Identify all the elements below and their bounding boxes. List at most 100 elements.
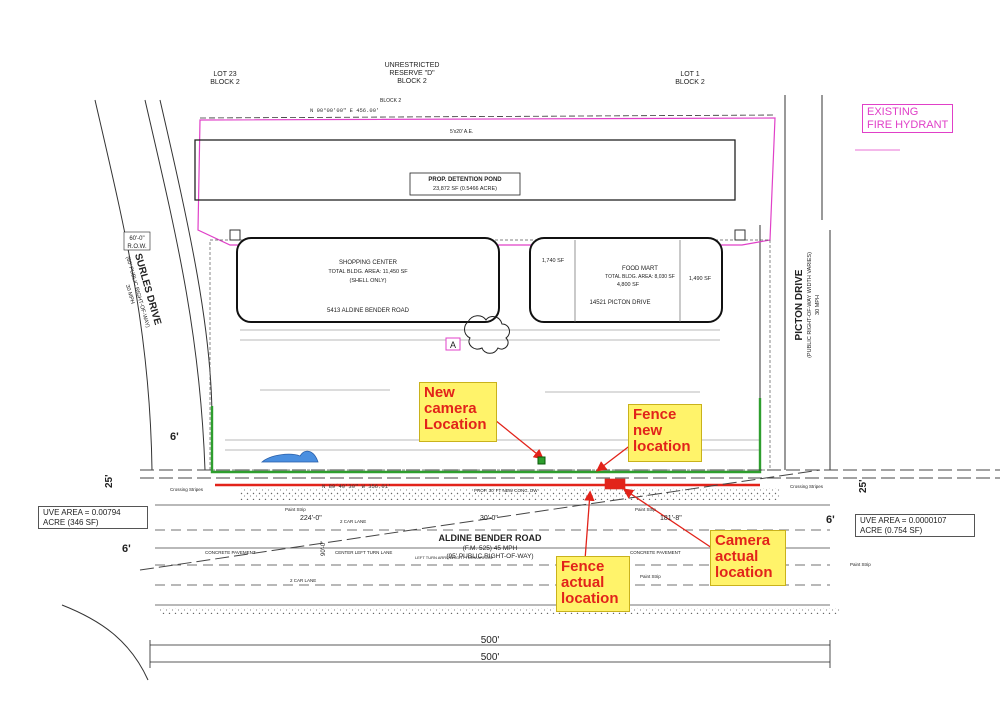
camera-actual-line-3: location [715, 563, 773, 581]
uve-area-left: UVE AREA = 0.00794 ACRE (346 SF) [38, 506, 148, 530]
shopping-note: (SHELL ONLY) [350, 278, 387, 284]
aldine-row: (95' PUBLIC RIGHT-OF-WAY) [446, 553, 533, 560]
dim-90: 90'-0" [321, 541, 327, 556]
dim-500-top: 500' [481, 635, 500, 646]
new-camera-line-1: New [424, 384, 455, 401]
right-turn-arrow-label: RIGHT TURN ARROW [452, 555, 493, 560]
uve-left-line-2: ACRE (346 SF) [43, 517, 99, 527]
dim-500-bottom: 500' [481, 652, 500, 663]
uve-right-line-1: UVE AREA = 0.0000107 [860, 516, 947, 525]
surles-speed: 30 MPH [124, 284, 135, 305]
concrete-pavement-left: CONCRETE PAVEMENT [205, 550, 256, 555]
foodmart-area: TOTAL BLDG. AREA: 8,030 SF [605, 274, 675, 280]
dim-6-right: 6' [826, 514, 835, 526]
sidewalk-hatch [240, 488, 780, 500]
left-turn-arrow-label: LEFT TURN ARROW [415, 555, 453, 560]
revision-cloud [464, 315, 510, 354]
block-tag: BLOCK 2 [380, 98, 401, 104]
fence-actual-line-2: actual [561, 573, 605, 591]
dim-6-left: 6' [170, 431, 179, 443]
food-mart-building [529, 237, 723, 323]
surles-row-width: 60'-0" [129, 236, 144, 242]
picton-name: PICTON DRIVE [794, 269, 805, 340]
fence-actual-line-3: location [561, 589, 619, 607]
surles-row-abbr: R.O.W. [127, 244, 147, 250]
paint-strip-4: Paint Strip [850, 562, 871, 567]
fence-new-line-1: Fence [633, 406, 677, 423]
dim-30: 30'-0" [480, 515, 498, 522]
fence-actual-line [215, 478, 760, 490]
callout-new-camera-location: New camera Location [419, 382, 497, 442]
fence-new-line-3: location [633, 437, 691, 455]
uve-right-line-2: ACRE (0.754 SF) [860, 525, 923, 535]
easement-label: 5'x20' A.E. [450, 129, 473, 135]
shopping-title: SHOPPING CENTER [339, 260, 398, 266]
dim-25-right: 25' [858, 479, 869, 493]
pond-area: 23,872 SF (0.5466 ACRE) [433, 186, 497, 192]
fence-new-line [210, 398, 762, 474]
south-bearing: N 89´40'30" W 356.01' [322, 483, 391, 490]
dim-6-mid: 6' [122, 543, 131, 555]
property-boundary [197, 117, 776, 246]
fence-new-line-2: new [633, 421, 663, 439]
existing-fire-hydrant-label: EXISTING FIRE HYDRANT [862, 104, 954, 134]
foodmart-unit-c: 1,490 SF [689, 276, 712, 282]
hydrant-line-2: FIRE HYDRANT [867, 118, 949, 131]
foodmart-unit-b: 4,800 SF [617, 282, 640, 288]
surles-drive-curbs [94, 99, 213, 471]
reserve-label-2: RESERVE "D" [389, 70, 435, 77]
crossing-stripes-right: Crossing Stripes [790, 484, 824, 489]
two-car-lane-bottom: 2 CAR LANE [290, 578, 316, 583]
concrete-pavement-right: CONCRETE PAVEMENT [630, 550, 681, 555]
marker-a-box [445, 337, 461, 351]
picton-speed: 30 MPH [815, 295, 821, 315]
dimension-500 [149, 640, 831, 668]
fence-actual-line-1: Fence [561, 558, 605, 575]
callout-fence-actual-location: Fence actual location [556, 556, 630, 612]
picton-drive-curbs [759, 95, 831, 470]
paint-strip-3: Paint Strip [640, 574, 661, 579]
camera-actual-line-1: Camera [715, 532, 771, 549]
dim-25-left: 25' [104, 474, 115, 488]
lot-left-1: LOT 23 [213, 71, 236, 78]
north-bearing: N 90°00'00" E 456.00' [310, 107, 379, 114]
reserve-label-1: UNRESTRICTED [385, 62, 440, 69]
camera-actual-line-2: actual [715, 547, 759, 565]
reserve-label-3: BLOCK 2 [397, 78, 427, 85]
new-camera-line-2: camera [424, 399, 477, 417]
lot-right-2: BLOCK 2 [675, 79, 705, 86]
marker-a: A [450, 340, 456, 350]
new-camera-marker [537, 456, 546, 465]
paint-strip-2: Paint Strip [635, 507, 656, 512]
uve-area-right: UVE AREA = 0.0000107 ACRE (0.754 SF) [855, 514, 975, 538]
dim-181: 181'-8" [660, 515, 682, 522]
dim-224: 224'-0" [300, 515, 322, 522]
water-quality-area [260, 450, 319, 463]
crossing-stripes-left: Crossing Stripes [170, 487, 204, 492]
two-car-lane-top: 2 CAR LANE [340, 519, 366, 524]
foodmart-address: 14521 PICTON DRIVE [590, 300, 651, 306]
foodmart-unit-a: 1,740 SF [542, 258, 565, 264]
aldine-speed: (F.M. 525) 45 MPH [463, 545, 518, 552]
aldine-name: ALDINE BENDER ROAD [438, 533, 542, 543]
prop-sidewalk-label: PROP. 30' FT NEW CONC. DW [474, 488, 538, 493]
lot-right-1: LOT 1 [680, 71, 699, 78]
pond-title: PROP. DETENTION POND [428, 177, 502, 183]
lot-left-2: BLOCK 2 [210, 79, 240, 86]
picton-drive-label: PICTON DRIVE (PUBLIC RIGHT-OF-WAY WIDTH … [794, 252, 821, 358]
shopping-area: TOTAL BLDG. AREA: 11,450 SF [328, 269, 408, 275]
uve-left-line-1: UVE AREA = 0.00794 [43, 508, 121, 517]
shopping-center-building [236, 237, 500, 323]
paint-strip-1: Paint Strip [285, 507, 306, 512]
callout-fence-new-location: Fence new location [628, 404, 702, 462]
callout-camera-actual-location: Camera actual location [710, 530, 786, 586]
hydrant-line-1: EXISTING [867, 106, 919, 118]
shopping-address: 5413 ALDINE BENDER ROAD [327, 308, 410, 314]
foodmart-title: FOOD MART [622, 266, 658, 272]
new-camera-line-3: Location [424, 415, 487, 433]
picton-row: (PUBLIC RIGHT-OF-WAY WIDTH VARIES) [807, 252, 813, 358]
center-turn-lane: CENTER LEFT TURN LANE [335, 550, 392, 555]
detention-pond [194, 139, 736, 201]
